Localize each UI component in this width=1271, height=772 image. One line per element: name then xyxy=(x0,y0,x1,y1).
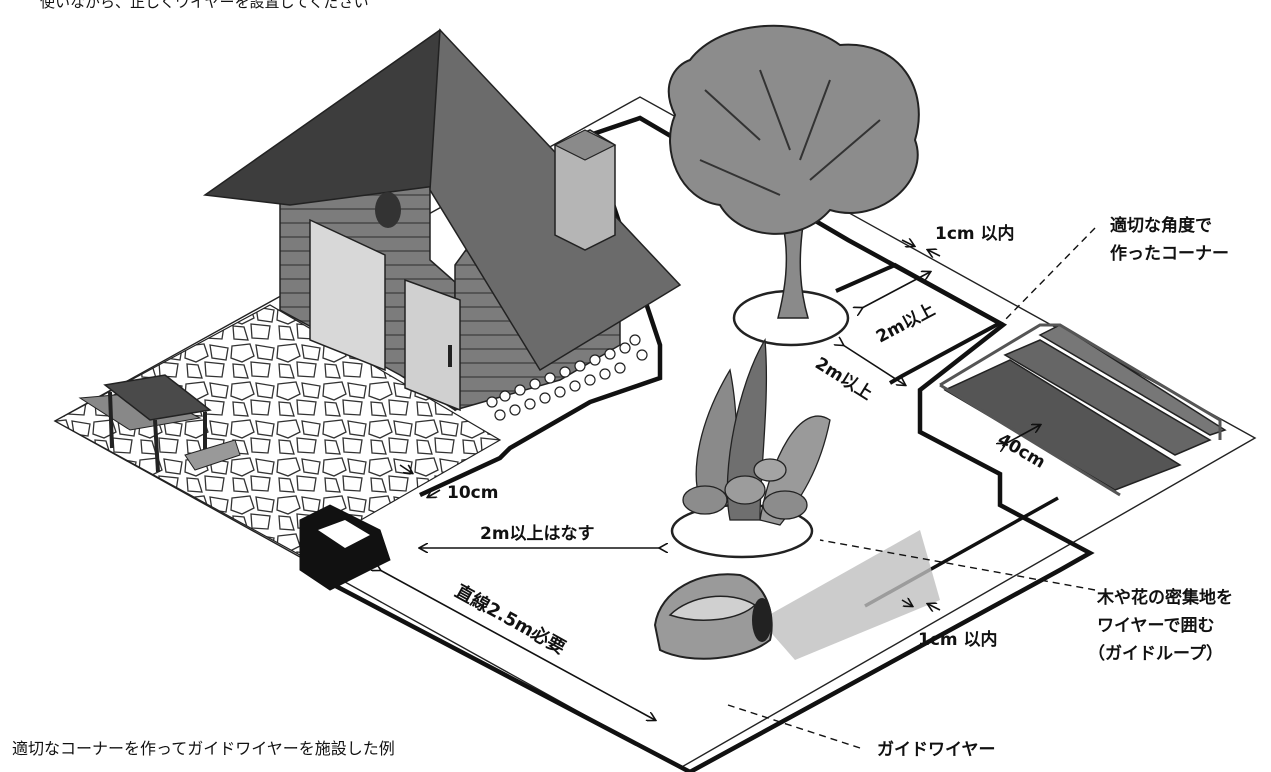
tree xyxy=(667,24,920,347)
charging-station xyxy=(299,504,391,591)
vegetable-beds xyxy=(939,323,1227,497)
label-guide-loop-line2: ワイヤーで囲む xyxy=(1097,616,1215,636)
label-guide-loop-line3: （ガイドループ） xyxy=(1088,644,1223,664)
label-patio-gap: 10cm xyxy=(447,483,499,503)
label-gap-top: 1cm 以内 xyxy=(935,224,1015,244)
header-text: 使いながら、正しくワイヤーを設置してください xyxy=(40,0,369,11)
label-guide-loop-line1: 木や花の密集地を xyxy=(1097,588,1233,608)
label-gap-bottom: 1cm 以内 xyxy=(918,630,998,650)
label-guide-wire: ガイドワイヤー xyxy=(877,740,996,760)
stone-patio xyxy=(53,304,502,556)
robot-mower xyxy=(653,530,940,660)
figure-caption: 適切なコーナーを作ってガイドワイヤーを施設した例 xyxy=(12,739,395,758)
flower-bed xyxy=(486,334,648,421)
label-corner-line2: 作ったコーナー xyxy=(1110,244,1229,264)
plant-cluster xyxy=(670,337,831,559)
callout-lines xyxy=(727,227,1096,749)
house xyxy=(202,28,682,412)
label-corner-line1: 適切な角度で xyxy=(1110,216,1212,236)
dimension-arrows xyxy=(380,240,1040,720)
label-keep-away: 2m以上はなす xyxy=(480,524,595,544)
picnic-table xyxy=(78,374,241,473)
